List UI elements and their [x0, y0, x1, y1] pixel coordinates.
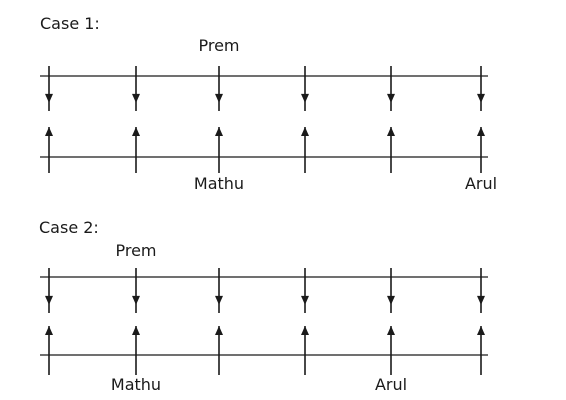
arrow-down-icon	[387, 93, 395, 103]
arrow-down-icon	[387, 295, 395, 305]
arrow-down-icon	[45, 295, 53, 305]
arrow-down-icon	[45, 93, 53, 103]
person-label: Mathu	[111, 375, 161, 394]
arrow-up-icon	[132, 326, 140, 335]
case-1-title: Case 1:	[40, 14, 100, 33]
case-2-title: Case 2:	[39, 218, 99, 237]
person-label: Prem	[198, 36, 239, 55]
arrow-down-icon	[132, 93, 140, 103]
person-label: Mathu	[194, 174, 244, 193]
person-label: Arul	[465, 174, 497, 193]
arrow-down-icon	[301, 295, 309, 305]
arrow-up-icon	[215, 326, 223, 335]
case-1-bottom-row: Mathu Arul	[40, 127, 497, 193]
arrow-down-icon	[215, 93, 223, 103]
arrow-down-icon	[477, 93, 485, 103]
arrow-down-icon	[477, 295, 485, 305]
arrow-down-icon	[215, 295, 223, 305]
arrow-up-icon	[477, 326, 485, 335]
arrow-up-icon	[387, 326, 395, 335]
arrow-up-icon	[45, 326, 53, 335]
arrow-down-icon	[132, 295, 140, 305]
case-1-top-row: Prem	[40, 36, 488, 111]
arrow-up-icon	[132, 127, 140, 136]
arrow-up-icon	[301, 326, 309, 335]
arrow-up-icon	[301, 127, 309, 136]
arrow-down-icon	[301, 93, 309, 103]
person-label: Arul	[375, 375, 407, 394]
case-2-top-row: Prem	[40, 241, 488, 313]
case-2-bottom-row: Mathu Arul	[40, 326, 488, 394]
arrow-up-icon	[387, 127, 395, 136]
arrow-up-icon	[477, 127, 485, 136]
person-label: Prem	[115, 241, 156, 260]
arrow-up-icon	[215, 127, 223, 136]
arrow-up-icon	[45, 127, 53, 136]
